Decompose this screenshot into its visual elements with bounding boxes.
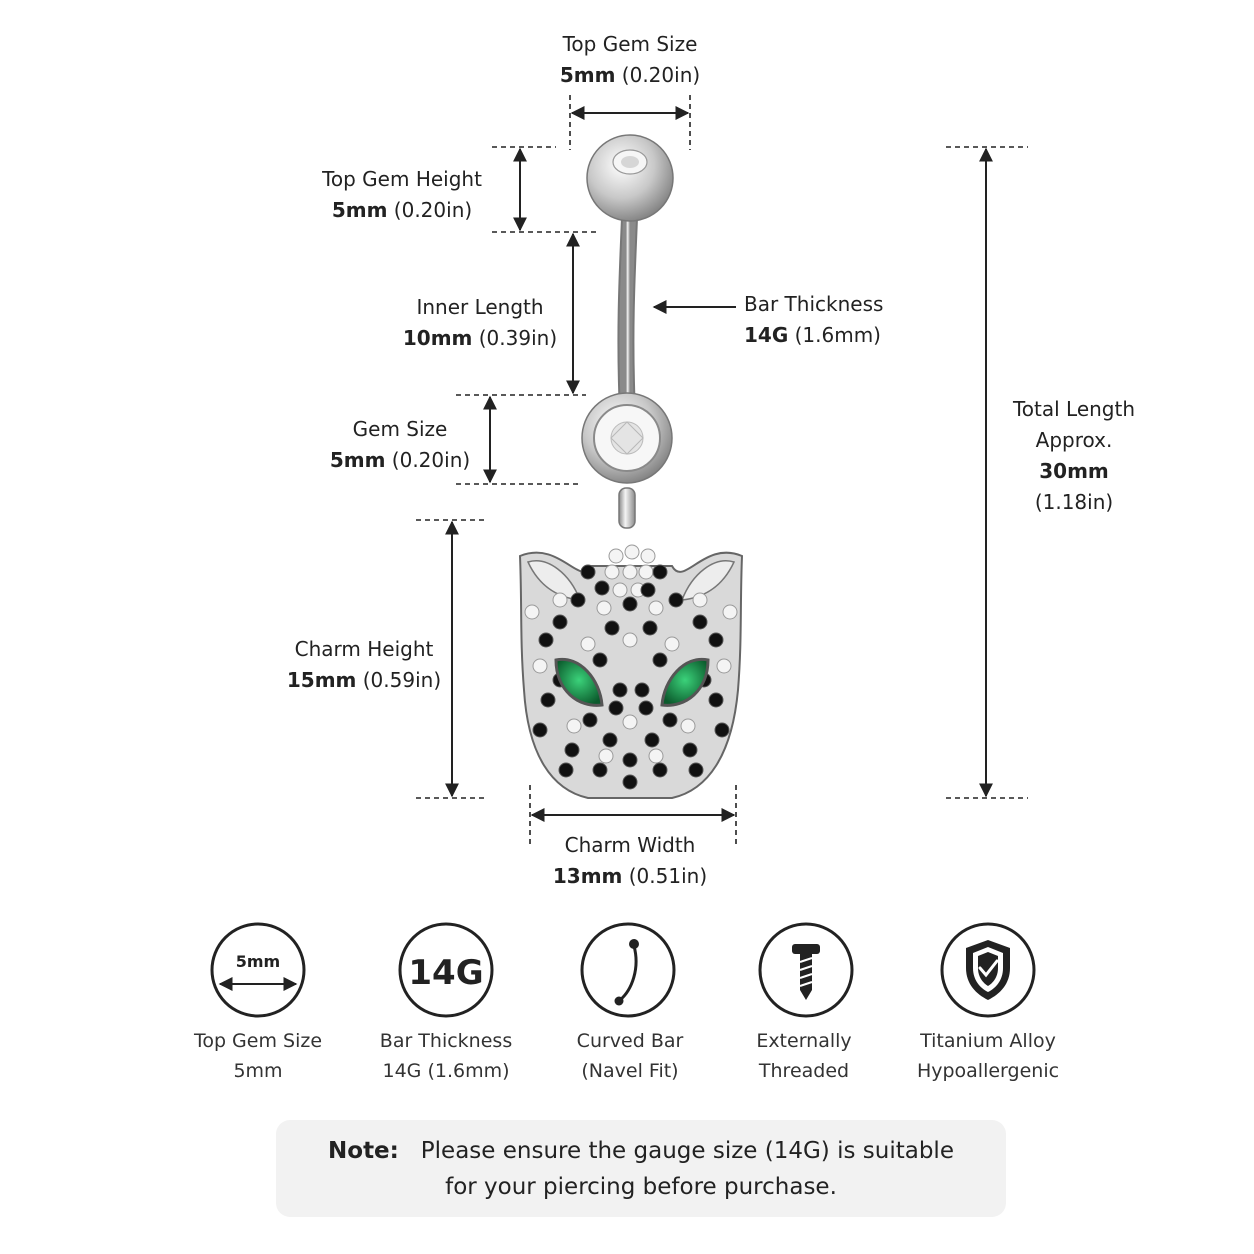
charm-height-label: Charm Height 15mm (0.59in) [286, 637, 442, 692]
top-gem-height-label: Top Gem Height 5mm (0.20in) [322, 167, 482, 222]
screw-icon [758, 922, 854, 1018]
guide-lines [416, 95, 1028, 845]
note-line-1: Please ensure the gauge size (14G) is su… [420, 1138, 954, 1164]
shield-check-icon [940, 922, 1036, 1018]
gauge-icon-text: 14G [408, 953, 483, 993]
dimension-arrows [445, 106, 993, 822]
inner-length-label: Inner Length 10mm (0.39in) [402, 295, 558, 350]
note-line-2: for your piercing before purchase. [445, 1174, 837, 1200]
belly-ring-jewelry [518, 134, 744, 799]
bar-thickness-label: Bar Thickness 14G (1.6mm) [744, 292, 884, 347]
gauge-icon: 14G [398, 922, 494, 1018]
charm-width-label: Charm Width 13mm (0.51in) [552, 833, 708, 888]
panther-charm [518, 544, 744, 799]
curved-bar-icon [580, 922, 676, 1018]
feature-label-curved-bar: Curved Bar(Navel Fit) [576, 1030, 684, 1082]
gem-size-label: Gem Size 5mm (0.20in) [329, 417, 471, 472]
bezel-gem [581, 392, 673, 484]
top-gem-size-label: Top Gem Size 5mm (0.20in) [559, 32, 701, 87]
gem-size-icon-text: 5mm [236, 952, 280, 971]
note-label: Note: [328, 1138, 399, 1164]
note-box: Note: Please ensure the gauge size (14G)… [276, 1120, 1006, 1217]
top-gem-ball [586, 134, 674, 222]
total-length-label: Total Length Approx. 30mm (1.18in) [1012, 397, 1136, 514]
gem-size-icon: 5mm [210, 922, 306, 1018]
